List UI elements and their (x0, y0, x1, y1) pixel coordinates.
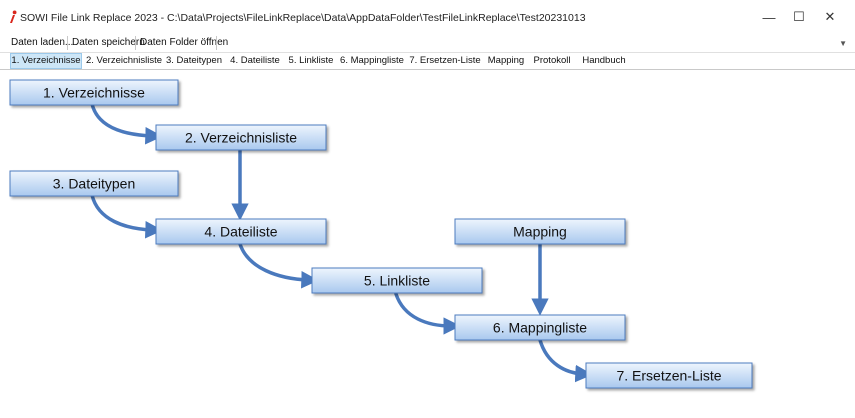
node-dateitypen: 3. Dateitypen (9, 170, 179, 197)
minimize-icon: — (762, 9, 776, 25)
tab-ersetzen-liste[interactable]: 7. Ersetzen-Liste (409, 55, 481, 66)
maximize-icon: ☐ (793, 9, 805, 24)
node-label: 4. Dateiliste (204, 224, 277, 240)
tab-divider (0, 69, 855, 70)
app-logo-icon (10, 10, 17, 23)
toolbar-overflow-icon[interactable]: ▼ (839, 39, 847, 48)
tab-verzeichnisse[interactable]: 1. Verzeichnisse (10, 53, 82, 69)
node-ersetzen-liste: 7. Ersetzen-Liste (585, 362, 753, 389)
toolbar-separator (67, 36, 68, 50)
save-data-button[interactable]: Daten speichern (72, 37, 145, 48)
open-data-folder-button[interactable]: Daten Folder öffnen (140, 37, 229, 48)
window-title: SOWI File Link Replace 2023 - C:\Data\Pr… (20, 12, 586, 24)
load-data-button[interactable]: Daten laden... (11, 37, 74, 48)
close-icon: ✕ (824, 9, 836, 24)
tab-mappingliste[interactable]: 6. Mappingliste (340, 55, 404, 66)
arrow-linkliste-to-mappingliste (394, 292, 461, 335)
arrow-mappingliste-to-ersetzen-liste (538, 338, 593, 383)
node-label: 7. Ersetzen-Liste (616, 368, 721, 384)
node-mapping: Mapping (454, 218, 626, 245)
node-label: 6. Mappingliste (493, 320, 587, 336)
arrow-dateitypen-to-dateiliste (90, 193, 163, 239)
node-label: 2. Verzeichnisliste (185, 130, 297, 146)
arrow-dateiliste-to-linkliste (238, 242, 319, 289)
tab-protokoll[interactable]: Protokoll (533, 55, 571, 66)
node-label: 1. Verzeichnisse (43, 85, 145, 101)
node-verzeichnisliste: 2. Verzeichnisliste (155, 124, 327, 151)
node-verzeichnisse: 1. Verzeichnisse (9, 79, 179, 106)
tab-strip: 1. Verzeichnisse 2. Verzeichnisliste 3. … (0, 53, 855, 69)
title-bar: SOWI File Link Replace 2023 - C:\Data\Pr… (0, 0, 855, 35)
toolbar: Daten laden... Daten speichern Daten Fol… (0, 34, 855, 53)
toolbar-separator (135, 36, 136, 50)
tab-handbuch[interactable]: Handbuch (582, 55, 626, 66)
node-linkliste: 5. Linkliste (311, 267, 483, 294)
node-label: 3. Dateitypen (53, 176, 136, 192)
tab-verzeichnisliste[interactable]: 2. Verzeichnisliste (86, 55, 163, 66)
toolbar-separator (216, 36, 217, 50)
tab-dateiliste[interactable]: 4. Dateiliste (230, 55, 280, 66)
node-label: 5. Linkliste (364, 273, 430, 289)
tab-linkliste[interactable]: 5. Linkliste (288, 55, 334, 66)
node-mappingliste: 6. Mappingliste (454, 314, 626, 341)
close-button[interactable]: ✕ (813, 4, 847, 30)
node-dateiliste: 4. Dateiliste (155, 218, 327, 245)
tab-mapping[interactable]: Mapping (487, 55, 525, 66)
tab-dateitypen[interactable]: 3. Dateitypen (166, 55, 222, 66)
node-label: Mapping (513, 224, 567, 240)
maximize-button[interactable]: ☐ (782, 4, 816, 30)
minimize-button[interactable]: — (752, 4, 786, 30)
arrow-verzeichnisse-to-verzeichnisliste (90, 102, 163, 145)
